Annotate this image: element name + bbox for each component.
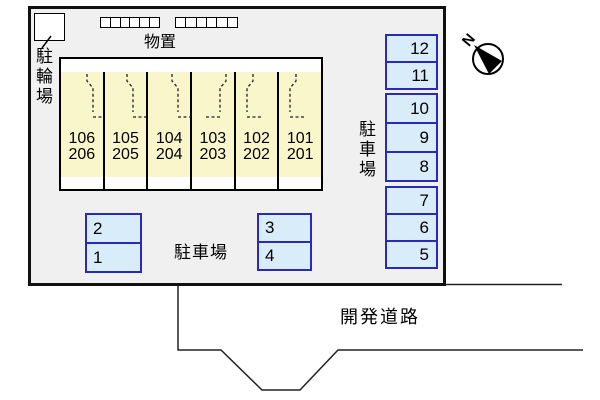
unit-label-1f: 105	[112, 130, 139, 147]
parking-space-1: 1	[85, 242, 142, 273]
balcony-cell	[102, 177, 147, 189]
bicycle-shed-label: 駐輪場	[33, 47, 52, 107]
parking-space-5: 5	[385, 240, 438, 269]
parking-space-number: 5	[419, 245, 429, 264]
parking-space-2: 2	[85, 213, 142, 244]
storage-label: 物置	[143, 34, 176, 51]
parking-right-label: 駐車場	[356, 120, 375, 180]
road-outline	[177, 286, 583, 391]
parking-space-4: 4	[257, 241, 312, 271]
parking-space-number: 9	[419, 128, 429, 147]
unit-label-2f: 204	[155, 146, 183, 163]
parking-space-3: 3	[257, 213, 312, 243]
parking-space-number: 1	[93, 248, 103, 267]
compass-label: N	[459, 31, 479, 50]
parking-group-right-2: 10 9 8	[385, 93, 438, 182]
unit-label-1f: 101	[286, 130, 314, 147]
parking-space-number: 4	[265, 246, 275, 265]
parking-space-number: 8	[419, 157, 429, 176]
unit-label-2f: 205	[112, 146, 139, 163]
storage-row-1	[100, 17, 160, 28]
unit-label-2f: 201	[286, 146, 314, 163]
parking-space-number: 7	[419, 191, 429, 210]
balcony-cell	[277, 177, 322, 189]
parking-space-number: 3	[265, 218, 275, 237]
parking-space-10: 10	[385, 93, 438, 124]
parking-space-number: 2	[93, 219, 103, 238]
unit-label-1f: 106	[68, 130, 96, 147]
parking-space-number: 12	[410, 39, 429, 58]
balcony-cell	[190, 177, 234, 189]
parking-space-9: 9	[385, 122, 438, 153]
parking-space-number: 6	[419, 218, 429, 237]
unit-label-2f: 203	[199, 146, 227, 163]
unit-label-2f: 202	[243, 146, 270, 163]
parking-bottom-label: 駐車場	[174, 243, 228, 262]
balcony-strip	[61, 177, 322, 189]
storage-cell	[149, 17, 160, 28]
balcony-cell	[233, 177, 278, 189]
storage-row-2	[175, 17, 238, 28]
north-arrow-icon: N	[459, 31, 504, 75]
unit-label-1f: 103	[199, 130, 227, 147]
parking-space-6: 6	[385, 213, 438, 242]
unit-label-2f: 206	[68, 146, 96, 163]
balcony-cell	[146, 177, 191, 189]
unit-label-1f: 104	[155, 130, 183, 147]
parking-space-11: 11	[385, 61, 438, 90]
parking-space-8: 8	[385, 151, 438, 182]
parking-space-number: 11	[411, 66, 429, 85]
parking-group-right-3: 7 6 5	[385, 186, 438, 269]
parking-space-12: 12	[385, 34, 438, 63]
parking-space-number: 10	[410, 99, 429, 118]
bicycle-shed	[34, 13, 65, 41]
storage-cell	[226, 17, 238, 28]
unit-label-1f: 102	[243, 130, 270, 147]
balcony-cell	[61, 177, 103, 189]
parking-space-7: 7	[385, 186, 438, 215]
road-label: 開発道路	[340, 307, 420, 327]
